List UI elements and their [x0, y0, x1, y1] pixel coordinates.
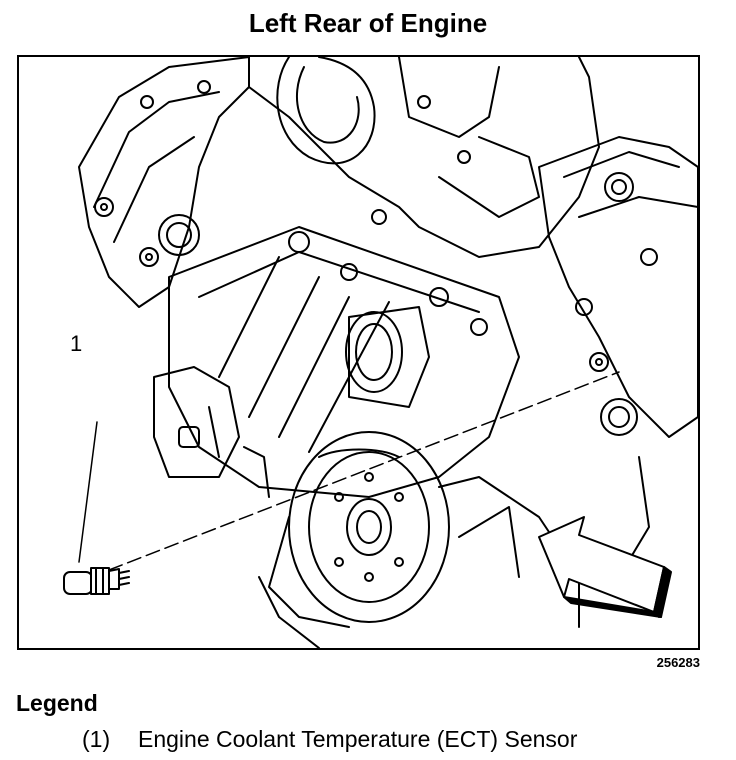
- left-cylinder-head: [78, 57, 250, 308]
- ect-sensor: [63, 567, 130, 595]
- diagram-title: Left Rear of Engine: [248, 8, 488, 38]
- legend-item-text: Engine Coolant Temperature (ECT) Sensor: [138, 726, 578, 752]
- engine-illustration-frame: [17, 55, 700, 650]
- legend-item-number: (1): [82, 726, 111, 752]
- sensor-mounting-boss: [153, 366, 240, 478]
- callout-label-1: 1: [70, 331, 83, 356]
- engine-illustration: [63, 57, 698, 648]
- sensor-leader-line: [108, 371, 620, 571]
- legend-heading: Legend: [16, 690, 98, 716]
- figure-id: 256283: [656, 655, 700, 670]
- intake-manifold: [248, 57, 600, 258]
- crankshaft-flange: [288, 431, 450, 623]
- right-cylinder-head: [538, 136, 698, 438]
- legend-item: (1) Engine Coolant Temperature (ECT) Sens…: [82, 726, 577, 753]
